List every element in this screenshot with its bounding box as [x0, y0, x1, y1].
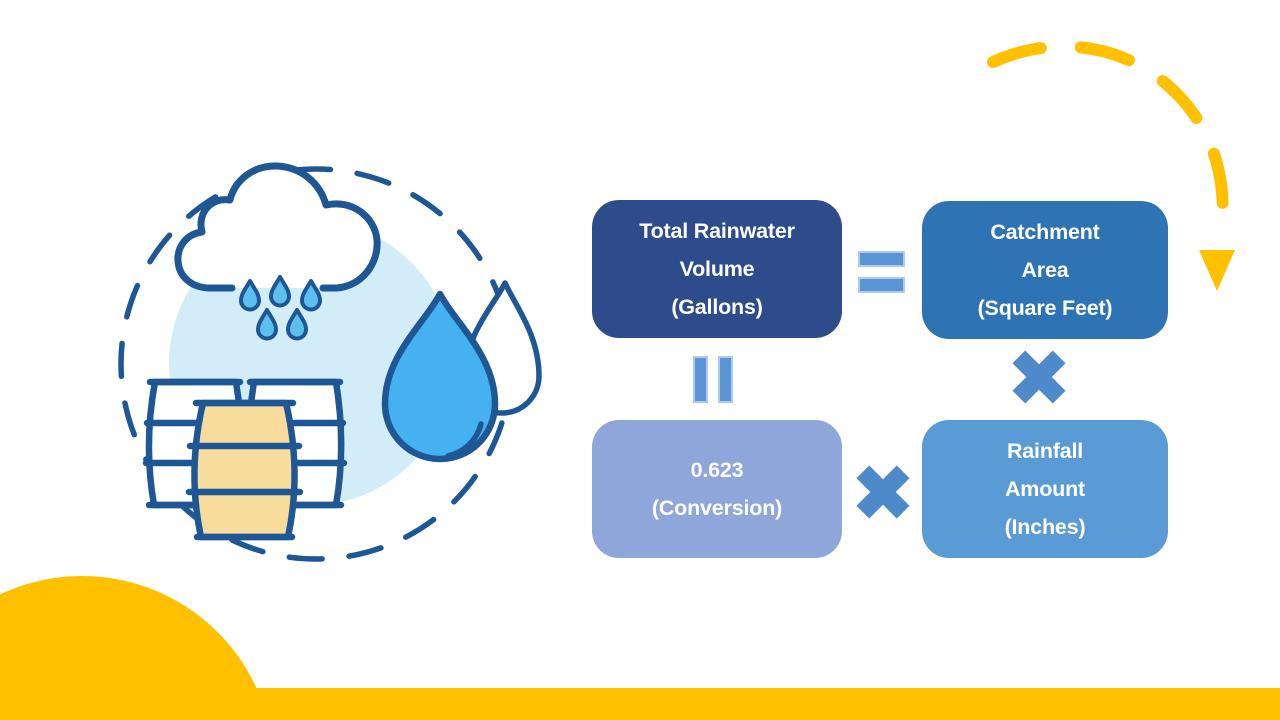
- rain-barrels-icon: [142, 378, 348, 541]
- box-line: (Square Feet): [977, 296, 1113, 320]
- rain-cloud-icon: [174, 162, 381, 292]
- water-drop-icon: [381, 290, 499, 463]
- box-line: Catchment: [990, 220, 1100, 244]
- yellow-dome-shape: [0, 576, 268, 720]
- box-line: (Gallons): [671, 295, 763, 319]
- box-line: Rainfall: [1006, 439, 1084, 463]
- box-line: Volume: [679, 257, 755, 281]
- equals-rotated-icon: [693, 356, 743, 403]
- box-catchment-area: Catchment Area (Square Feet): [922, 201, 1168, 339]
- box-line: (Conversion): [651, 496, 783, 520]
- box-line: Total Rainwater: [639, 219, 795, 243]
- box-line: (Inches): [1004, 515, 1086, 539]
- multiply-icon: [856, 465, 910, 519]
- curved-arrow-down-icon: [987, 40, 1235, 291]
- multiply-icon: [1012, 350, 1066, 404]
- box-line: Amount: [1004, 477, 1085, 501]
- box-conversion-factor: 0.623 (Conversion): [592, 420, 842, 558]
- box-rainfall-amount: Rainfall Amount (Inches): [922, 420, 1168, 558]
- rain-drops-icon: [239, 275, 322, 341]
- bottom-accent-bar: [0, 688, 1280, 720]
- box-total-rainwater-volume: Total Rainwater Volume (Gallons): [592, 200, 842, 338]
- box-line: 0.623: [690, 458, 744, 482]
- box-line: Area: [1021, 258, 1069, 282]
- equals-icon: [858, 251, 905, 303]
